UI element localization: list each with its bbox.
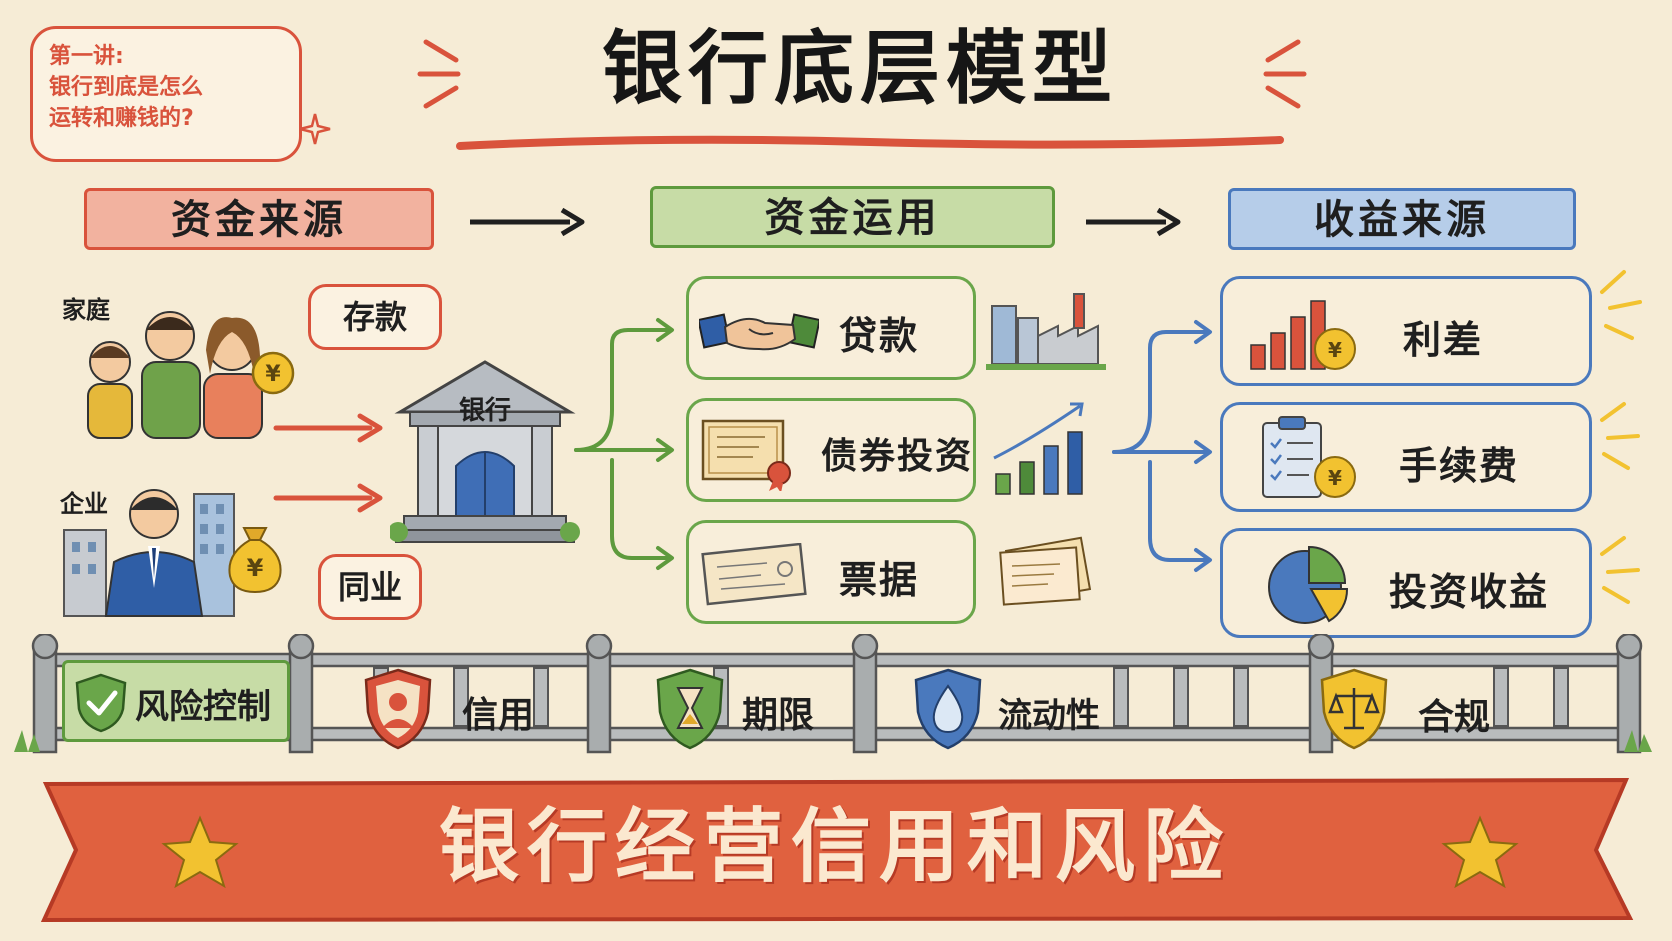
risk-control-label: 风险控制 bbox=[135, 687, 271, 727]
header-sources: 资金来源 bbox=[84, 188, 434, 250]
income-item-label: 利差 bbox=[1403, 318, 1484, 362]
pie-chart-icon bbox=[1268, 545, 1349, 624]
shield-person-icon bbox=[364, 668, 432, 750]
interbank-bubble: 同业 bbox=[318, 554, 422, 620]
use-item-label: 票据 bbox=[839, 558, 920, 602]
clipboard-coin-icon: ¥ bbox=[1262, 416, 1356, 498]
lecture-note: 第一讲: 银行到底是怎么 运转和赚钱的? bbox=[30, 26, 302, 162]
banner-ribbon bbox=[40, 777, 1634, 923]
fence-item-label: 期限 bbox=[742, 695, 815, 736]
income-item-spread: ¥ 利差 bbox=[1220, 276, 1592, 386]
emphasis-left-icon bbox=[417, 39, 461, 109]
emphasis-right-icon bbox=[1263, 39, 1307, 109]
bill-icon bbox=[701, 543, 807, 606]
arrow-right-icon bbox=[470, 207, 585, 237]
use-item-bills: 票据 bbox=[686, 520, 976, 624]
shield-check-icon bbox=[75, 673, 127, 733]
lecture-line-2: 银行到底是怎么 bbox=[49, 75, 204, 100]
deposit-bubble: 存款 bbox=[308, 284, 442, 350]
sparkle-icon bbox=[299, 113, 331, 145]
income-item-investment: 投资收益 bbox=[1220, 528, 1592, 638]
arrow-right-icon bbox=[1086, 207, 1181, 237]
yuan-coin-icon: ¥ bbox=[251, 351, 295, 395]
fence-item-label: 流动性 bbox=[998, 696, 1100, 736]
enterprise-icon bbox=[63, 489, 235, 617]
use-item-bonds: 债券投资 bbox=[686, 398, 976, 502]
rays-icon bbox=[1600, 536, 1640, 604]
title-underline bbox=[456, 135, 1284, 150]
income-item-label: 投资收益 bbox=[1389, 570, 1550, 614]
coin-symbol: ¥ bbox=[265, 362, 281, 387]
coin-symbol: ¥ bbox=[1328, 338, 1342, 362]
money-bag-icon: ¥ bbox=[228, 527, 282, 594]
banner-text: 银行经营信用和风险 bbox=[439, 800, 1231, 893]
fence-item-label: 合规 bbox=[1418, 697, 1491, 738]
family-icon bbox=[87, 311, 263, 439]
bank-building-icon bbox=[390, 360, 580, 543]
growth-chart-icon bbox=[993, 402, 1084, 495]
use-item-loan: 贷款 bbox=[686, 276, 976, 380]
shield-hourglass-icon bbox=[656, 668, 724, 750]
factory-icon bbox=[986, 293, 1106, 370]
bank-label: 银行 bbox=[458, 396, 511, 426]
header-income: 收益来源 bbox=[1228, 188, 1576, 250]
coin-symbol: ¥ bbox=[1328, 466, 1342, 490]
handshake-icon bbox=[699, 313, 819, 351]
source-arrows bbox=[273, 413, 383, 513]
use-item-label: 债券投资 bbox=[821, 436, 974, 477]
uses-branch-arrows bbox=[574, 318, 674, 570]
bar-chart-coin-icon: ¥ bbox=[1250, 300, 1356, 370]
shield-water-drop-icon bbox=[914, 668, 982, 750]
income-item-label: 手续费 bbox=[1399, 444, 1520, 488]
risk-control-panel: 风险控制 bbox=[62, 660, 290, 742]
enterprise-label: 企业 bbox=[60, 490, 108, 518]
header-uses: 资金运用 bbox=[650, 186, 1055, 248]
documents-icon bbox=[999, 536, 1092, 606]
income-branch-arrows bbox=[1112, 320, 1212, 572]
household-label: 家庭 bbox=[62, 296, 110, 324]
lecture-line-3: 运转和赚钱的? bbox=[49, 106, 194, 131]
fence bbox=[14, 634, 1652, 754]
fence-item-label: 信用 bbox=[462, 695, 535, 736]
lecture-line-1: 第一讲: bbox=[49, 44, 124, 69]
bag-symbol: ¥ bbox=[247, 554, 264, 582]
income-item-fees: ¥ 手续费 bbox=[1220, 402, 1592, 512]
use-item-label: 贷款 bbox=[839, 314, 920, 358]
rays-icon bbox=[1600, 402, 1640, 470]
shield-scales-icon bbox=[1320, 668, 1388, 750]
rays-icon bbox=[1600, 270, 1642, 340]
certificate-icon bbox=[701, 419, 791, 491]
page-title: 银行底层模型 bbox=[602, 22, 1118, 115]
